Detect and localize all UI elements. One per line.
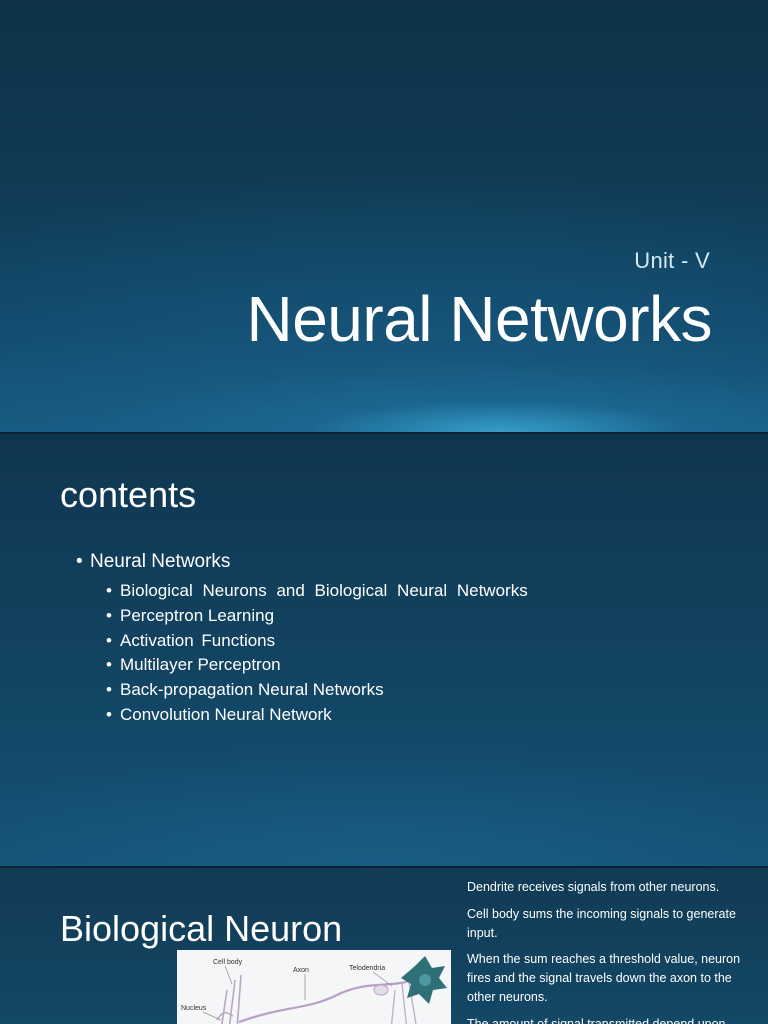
description-paragraph: When the sum reaches a threshold value, … — [467, 952, 741, 1004]
slide-divider — [0, 866, 768, 868]
slide-divider — [0, 432, 768, 434]
description-paragraph: Cell body sums the incoming signals to g… — [467, 906, 736, 940]
slide-subtitle: Unit - V — [634, 248, 710, 273]
dendrite-branch — [216, 1012, 234, 1021]
nucleus-label: Nucleus — [181, 1005, 207, 1012]
list-item-label: Activation Functions — [120, 630, 276, 650]
description-paragraph: The amount of signal transmitted depend … — [467, 1016, 726, 1024]
description-paragraph: Dendrite receives signals from other neu… — [467, 880, 720, 894]
label-leader — [224, 965, 233, 985]
contents-list: • Neural Networks — [76, 551, 230, 573]
axon-node — [373, 984, 389, 996]
contents-sublist: • Biological Neurons and Biological Neura… — [106, 579, 528, 728]
list-item-label: Biological Neurons and Biological Neural… — [120, 581, 528, 600]
bullet-icon: • — [106, 605, 112, 625]
list-item-label: Back-propagation Neural Networks — [120, 680, 384, 700]
telodendria-label: Telodendria — [349, 965, 385, 972]
neuron-diagram: Cell body Axon Telodendria Nucleus — [177, 950, 451, 1024]
dendrite-lines — [221, 974, 242, 1024]
list-item-label: Neural Networks — [90, 551, 231, 572]
title-slide: Unit - V Neural Networks — [0, 0, 768, 432]
slide-title: Neural Networks — [246, 283, 712, 355]
contents-slide: contents • Neural Networks • Biological Ne… — [0, 434, 768, 866]
list-item-label: Perceptron Learning — [120, 605, 275, 625]
bullet-icon: • — [76, 551, 83, 572]
list-item-label: Multilayer Perceptron — [120, 655, 281, 675]
contents-heading: contents — [60, 474, 197, 515]
list-item: • Convolution Neural Network — [106, 703, 528, 728]
list-item: • Perceptron Learning — [106, 604, 528, 629]
list-item: • Activation Functions — [106, 629, 528, 654]
bullet-icon: • — [106, 655, 112, 675]
bullet-icon: • — [106, 680, 112, 700]
list-item: • Biological Neurons and Biological Neura… — [106, 579, 528, 604]
bullet-icon: • — [106, 630, 112, 650]
axon-line — [238, 978, 413, 1024]
list-item: • Neural Networks — [76, 551, 230, 573]
label-leader — [202, 1011, 222, 1021]
terminal-nucleus — [419, 974, 431, 986]
slide-heading: Biological Neuron — [60, 908, 343, 949]
cell-body-label: Cell body — [213, 959, 243, 966]
list-item: • Back-propagation Neural Networks — [106, 678, 528, 703]
neuron-illustration: Cell body Axon Telodendria Nucleus — [177, 950, 451, 1024]
bullet-icon: • — [106, 704, 112, 724]
axon-label: Axon — [293, 967, 309, 974]
biological-neuron-slide: Biological Neuron Cell body Axon Teloden — [0, 868, 768, 1024]
neuron-description: Dendrite receives signals from other neu… — [467, 878, 759, 1024]
label-leader — [372, 971, 393, 987]
bullet-icon: • — [106, 581, 112, 600]
list-item: • Multilayer Perceptron — [106, 653, 528, 678]
list-item-label: Convolution Neural Network — [120, 704, 332, 724]
